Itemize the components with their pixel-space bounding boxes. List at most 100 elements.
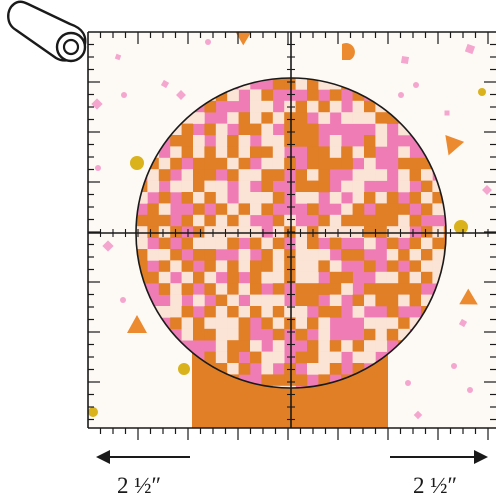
checker-square xyxy=(261,374,274,387)
checker-square xyxy=(250,89,262,102)
checker-square xyxy=(238,249,251,261)
checker-square xyxy=(170,180,182,193)
checker-square xyxy=(204,192,217,204)
checker-square xyxy=(181,135,194,147)
checker-square xyxy=(329,260,342,273)
checker-square xyxy=(272,271,285,284)
checker-square xyxy=(181,192,194,204)
checker-square xyxy=(329,192,342,204)
checker-square xyxy=(318,317,331,330)
checker-square xyxy=(170,317,182,330)
checker-square xyxy=(341,226,353,238)
checker-square xyxy=(193,146,205,159)
checker-square xyxy=(272,306,285,318)
checker-square xyxy=(272,351,285,364)
checker-square xyxy=(204,317,217,330)
checker-square xyxy=(272,237,285,250)
dimension-label-left: 2 ½″ xyxy=(117,473,162,498)
confetti-piece xyxy=(398,92,404,98)
checker-square xyxy=(352,226,365,238)
checker-square xyxy=(352,214,365,227)
checker-square xyxy=(318,100,331,113)
checker-square xyxy=(386,237,399,250)
checker-square xyxy=(204,169,217,181)
checker-square xyxy=(421,294,433,307)
checker-square xyxy=(227,351,239,364)
checker-square xyxy=(375,192,388,204)
checker-square xyxy=(295,123,308,136)
checker-square xyxy=(193,226,205,238)
checker-square xyxy=(215,135,228,147)
checker-square xyxy=(272,192,285,204)
checker-square xyxy=(181,306,194,318)
checker-square xyxy=(272,214,285,227)
dimension-arrow-right xyxy=(390,450,488,464)
checker-square xyxy=(181,214,194,227)
checker-square xyxy=(227,226,239,238)
checker-square xyxy=(181,237,194,250)
checker-square xyxy=(147,249,160,261)
checker-square xyxy=(193,249,205,261)
checker-square xyxy=(409,169,422,181)
checker-square xyxy=(238,214,251,227)
checker-square xyxy=(318,157,331,170)
checker-square xyxy=(329,100,342,113)
checker-square xyxy=(193,237,205,250)
checker-square xyxy=(307,317,319,330)
checker-square xyxy=(432,192,445,204)
checker-square xyxy=(398,226,410,238)
checker-square xyxy=(364,317,376,330)
checker-square xyxy=(250,294,262,307)
checker-square xyxy=(295,374,308,387)
confetti-piece xyxy=(114,53,122,61)
checker-square xyxy=(284,260,296,273)
checker-square xyxy=(193,169,205,181)
checker-square xyxy=(386,192,399,204)
checker-square xyxy=(386,214,399,227)
checker-square xyxy=(250,306,262,318)
checker-square xyxy=(250,340,262,352)
checker-square xyxy=(375,214,388,227)
checker-square xyxy=(272,340,285,352)
checker-square xyxy=(215,328,228,341)
checker-square xyxy=(364,237,376,250)
checker-square xyxy=(261,363,274,375)
checker-square xyxy=(147,169,160,181)
confetti-piece xyxy=(205,39,211,45)
checker-square xyxy=(375,328,388,341)
checker-square xyxy=(352,169,365,181)
checker-square xyxy=(352,100,365,113)
checker-square xyxy=(250,226,262,238)
checker-square xyxy=(341,203,353,216)
checker-square xyxy=(398,249,410,261)
checker-square xyxy=(307,100,319,113)
checker-square xyxy=(307,135,319,147)
checker-square xyxy=(284,135,296,147)
checker-square xyxy=(386,328,399,341)
checker-square xyxy=(158,226,171,238)
checker-square xyxy=(215,203,228,216)
checker-square xyxy=(136,260,148,273)
checker-square xyxy=(386,249,399,261)
checker-square xyxy=(295,328,308,341)
checker-square xyxy=(398,123,410,136)
checker-square xyxy=(261,306,274,318)
checker-square xyxy=(261,237,274,250)
checker-square xyxy=(318,169,331,181)
checker-square xyxy=(181,283,194,295)
checker-square xyxy=(341,283,353,295)
checker-square xyxy=(329,226,342,238)
checker-square xyxy=(272,78,285,90)
checker-square xyxy=(193,180,205,193)
checker-square xyxy=(238,146,251,159)
checker-square xyxy=(421,271,433,284)
checker-square xyxy=(227,260,239,273)
checker-square xyxy=(204,306,217,318)
checker-square xyxy=(193,317,205,330)
checker-square xyxy=(261,123,274,136)
checker-square xyxy=(421,260,433,273)
checker-square xyxy=(238,306,251,318)
checker-square xyxy=(250,192,262,204)
checker-square xyxy=(295,260,308,273)
checker-square xyxy=(364,157,376,170)
